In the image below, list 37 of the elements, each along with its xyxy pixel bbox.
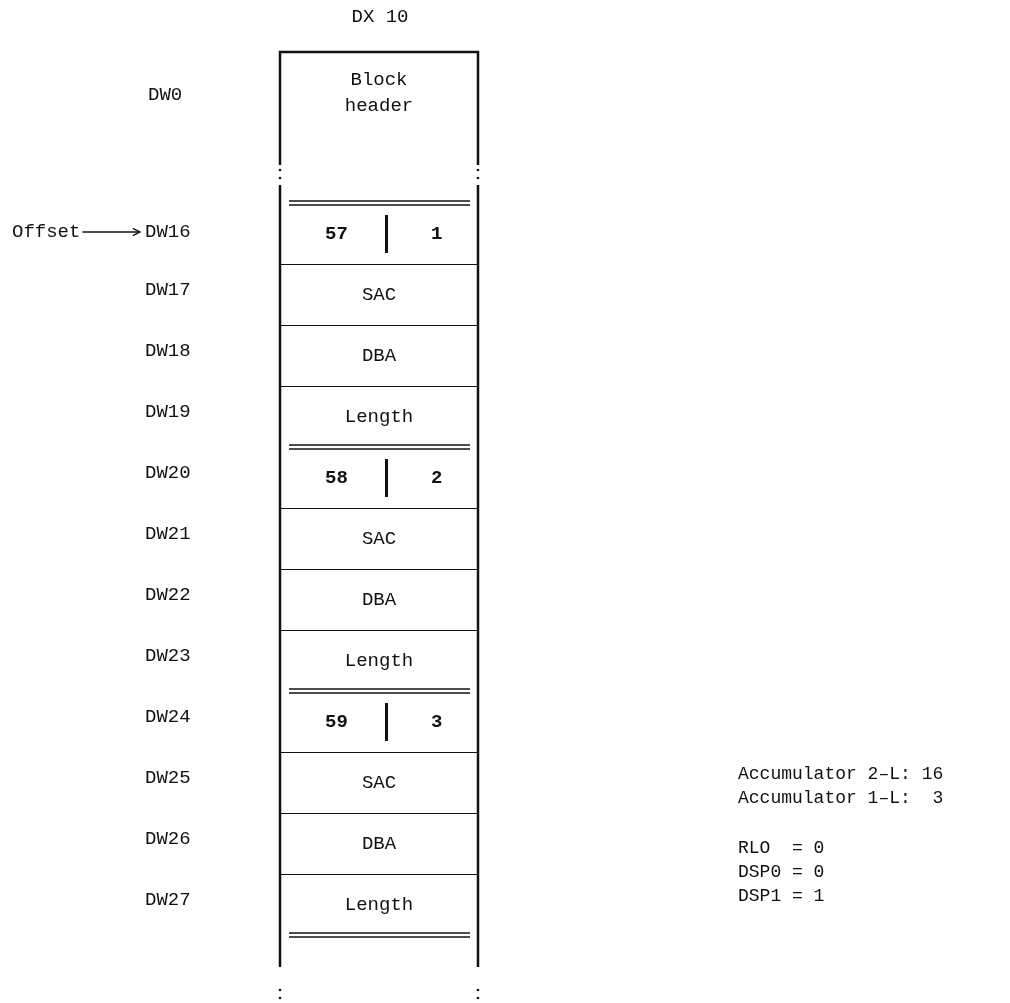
register-status-text: DSP1 = 1 <box>738 886 825 906</box>
address-label: DW17 <box>145 279 191 301</box>
cell-value: 58 <box>325 466 348 489</box>
address-label: Offset <box>12 220 81 245</box>
cell-value: 2 <box>431 466 443 489</box>
address-label: DW24 <box>145 706 191 728</box>
header-text: Block header <box>343 68 415 119</box>
address-label: DW22 <box>145 584 191 606</box>
cell-text: SAC <box>361 771 397 796</box>
cell-value: 57 <box>325 222 348 245</box>
cell-text: Length <box>344 649 414 674</box>
cell-text: SAC <box>361 283 397 308</box>
register-status-text: DSP0 = 0 <box>738 862 825 882</box>
address-label: DW18 <box>145 340 191 362</box>
cell-text: Length <box>344 893 414 918</box>
address-label: DW16 <box>145 220 191 245</box>
address-label: DW21 <box>145 523 191 545</box>
address-label: DW19 <box>145 401 191 423</box>
register-status-text: Accumulator 2–L: 16 <box>738 764 944 784</box>
arrow <box>81 227 141 237</box>
cell-value: 3 <box>431 710 443 733</box>
block-title: DX 10 <box>350 6 410 28</box>
cell-text: SAC <box>361 527 397 552</box>
cell-text: DBA <box>361 344 397 369</box>
address-label: DW27 <box>145 889 191 911</box>
address-label: DW20 <box>145 462 191 484</box>
cell-value: 1 <box>431 222 443 245</box>
address-label: DW25 <box>145 767 191 789</box>
address-label: DW0 <box>148 84 183 106</box>
address-label: DW23 <box>145 645 191 667</box>
address-label: DW26 <box>145 828 191 850</box>
cell-text: DBA <box>361 588 397 613</box>
register-status-text: RLO = 0 <box>738 838 825 858</box>
cell-text: Length <box>344 405 414 430</box>
register-status-text: Accumulator 1–L: 3 <box>738 788 944 808</box>
cell-value: 59 <box>325 710 348 733</box>
cell-text: DBA <box>361 832 397 857</box>
